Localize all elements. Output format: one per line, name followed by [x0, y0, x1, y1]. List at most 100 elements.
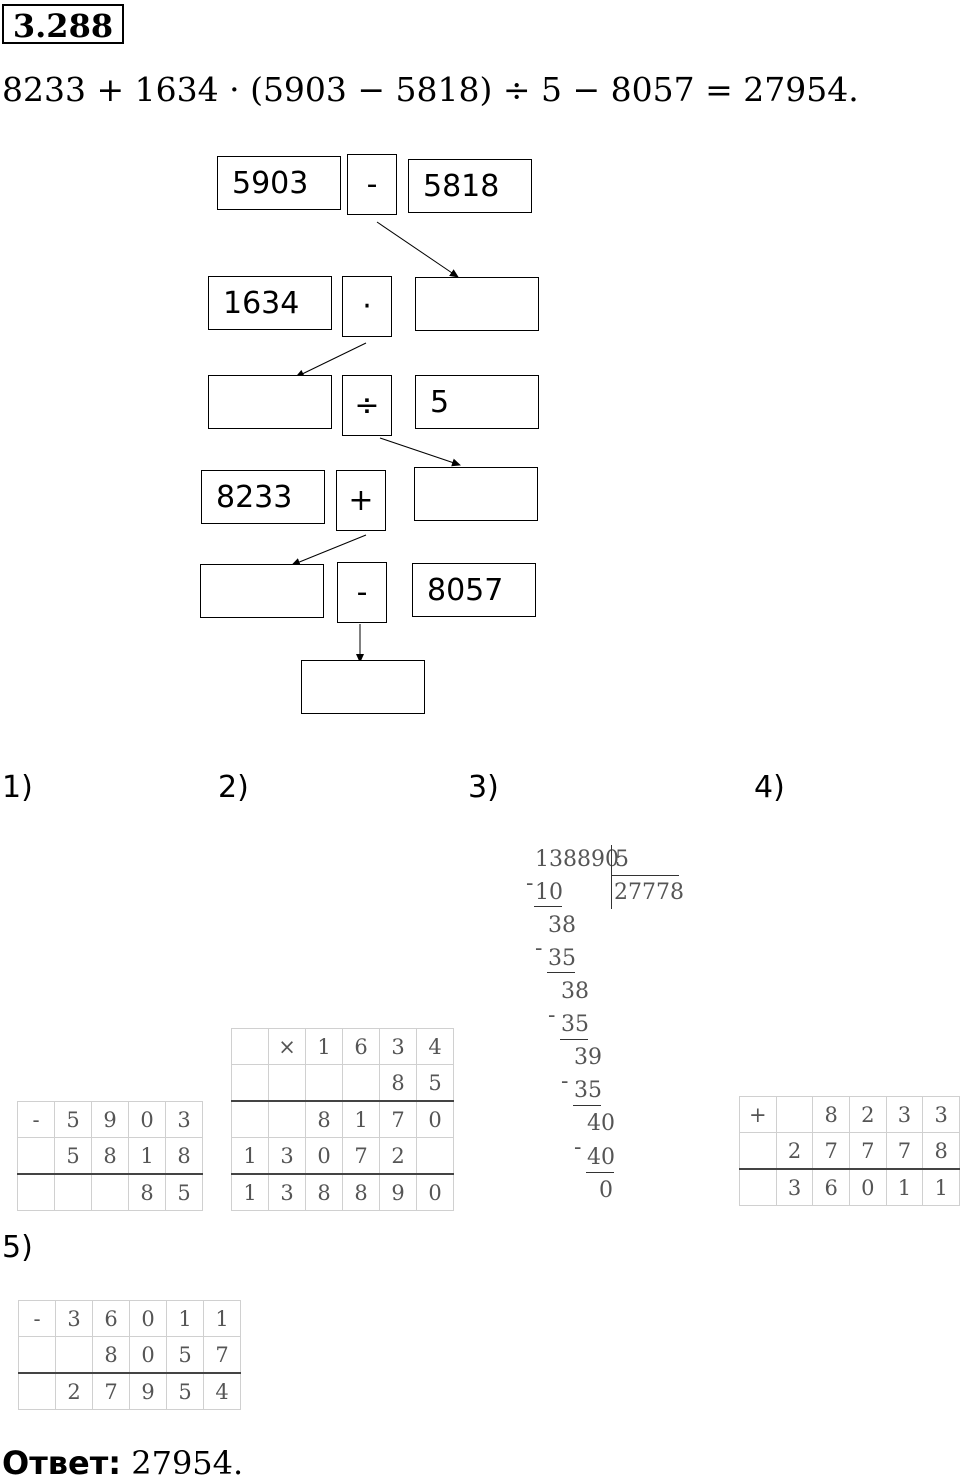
box-empty-2: [208, 375, 332, 429]
grid-cell: 8: [342, 1173, 380, 1211]
grid-cell: [54, 1173, 92, 1211]
grid-cell: 0: [416, 1100, 454, 1138]
ld-line-8: 40: [587, 1111, 615, 1136]
ld-line-10: 0: [599, 1178, 613, 1203]
grid-cell: 1: [922, 1168, 960, 1206]
op-minus-1: -: [347, 154, 397, 215]
grid-cell: 0: [129, 1336, 167, 1374]
grid-cell: 1: [203, 1300, 241, 1337]
grid-cell: 7: [885, 1132, 924, 1170]
box-5: 5: [415, 375, 539, 429]
op-multiply: ·: [342, 276, 392, 337]
grid-cell: [17, 1137, 55, 1175]
grid-cell: 8: [922, 1132, 960, 1170]
grid-cell: 8: [128, 1173, 166, 1211]
grid-cell: 3: [379, 1028, 417, 1065]
answer-value: 27954.: [131, 1444, 244, 1482]
grid-cell: 0: [416, 1173, 454, 1211]
division-rule: [586, 1172, 614, 1173]
grid-cell: 1: [305, 1028, 343, 1065]
grid-cell: 4: [416, 1028, 454, 1065]
grid-cell: [268, 1100, 306, 1138]
grid-cell: 0: [128, 1101, 166, 1138]
grid-cell: 8: [91, 1137, 129, 1175]
grid-cell: 8: [812, 1096, 850, 1133]
grid-cell: 9: [379, 1173, 417, 1211]
grid-cell: 6: [92, 1300, 130, 1337]
grid-cell: 2: [849, 1096, 887, 1133]
grid-cell: 0: [129, 1300, 167, 1337]
division-rule: [534, 906, 562, 907]
grid-cell: 1: [342, 1100, 380, 1138]
grid-cell: 6: [342, 1028, 380, 1065]
grid-cell: [739, 1168, 777, 1206]
grid-cell: -: [18, 1300, 56, 1337]
op-divide: ÷: [342, 375, 392, 436]
ld-line-7: 35: [574, 1078, 602, 1103]
grid-cell: 5: [54, 1101, 92, 1138]
grid-cell: 3: [885, 1096, 924, 1133]
ld-minus-3: -: [548, 1003, 556, 1028]
box-5818: 5818: [408, 159, 532, 213]
grid-cell: 3: [55, 1300, 93, 1337]
ld-line-2: 38: [548, 913, 576, 938]
grid-cell: [18, 1336, 56, 1374]
grid-cell: [416, 1137, 454, 1175]
grid-cell: [55, 1336, 93, 1374]
grid-cell: 1: [231, 1137, 269, 1175]
grid-cell: 5: [166, 1336, 204, 1374]
ld-minus-1: -: [526, 871, 534, 896]
ld-minus-4: -: [561, 1069, 569, 1094]
box-8233: 8233: [201, 470, 325, 524]
grid-cell: [775, 1096, 814, 1133]
grid-cell: +: [739, 1096, 777, 1133]
grid-cell: 8: [305, 1173, 343, 1211]
step-label-4: 4): [754, 770, 785, 805]
box-5903: 5903: [217, 156, 341, 210]
grid-cell: 1: [885, 1168, 924, 1206]
grid-cell: 8: [165, 1137, 203, 1175]
grid-cell: [305, 1064, 343, 1102]
flowchart-arrows: [291, 221, 461, 663]
grid-cell: 3: [775, 1168, 814, 1206]
grid-cell: 0: [305, 1137, 343, 1175]
grid-cell: 5: [166, 1372, 204, 1410]
grid-cell: 3: [165, 1101, 203, 1138]
division-rule: [560, 1039, 588, 1040]
grid-cell: [268, 1064, 306, 1102]
grid-cell: 1: [231, 1173, 269, 1211]
grid-cell: 3: [922, 1096, 960, 1133]
op-minus-2: -: [337, 562, 387, 623]
grid-cell: [91, 1173, 129, 1211]
ld-quotient-rule: [611, 875, 679, 876]
grid-cell: [342, 1064, 380, 1102]
box-result: [301, 660, 425, 714]
step-label-5: 5): [2, 1230, 33, 1265]
grid-cell: -: [17, 1101, 55, 1138]
arrow-1: [376, 221, 459, 278]
step-label-3: 3): [468, 770, 499, 805]
grid-cell: 5: [416, 1064, 454, 1102]
step-label-2: 2): [218, 770, 249, 805]
answer-line: Ответ: 27954.: [2, 1444, 243, 1482]
box-1634: 1634: [208, 276, 332, 330]
box-empty-1: [415, 277, 539, 331]
ld-divisor: 5: [615, 847, 629, 872]
grid-cell: 5: [165, 1173, 203, 1211]
ld-line-4: 38: [561, 979, 589, 1004]
grid-cell: 2: [379, 1137, 417, 1175]
grid-cell: 8: [379, 1064, 417, 1102]
grid-cell: 7: [379, 1100, 417, 1138]
grid-cell: 8: [305, 1100, 343, 1138]
grid-cell: 7: [342, 1137, 380, 1175]
grid-cell: 7: [812, 1132, 850, 1170]
grid-cell: 1: [128, 1137, 166, 1175]
step-label-1: 1): [2, 770, 33, 805]
grid-cell: 8: [92, 1336, 130, 1374]
grid-cell: 5: [54, 1137, 92, 1175]
grid-cell: 3: [268, 1173, 306, 1211]
grid-cell: [18, 1372, 56, 1410]
grid-cell: [17, 1173, 55, 1211]
